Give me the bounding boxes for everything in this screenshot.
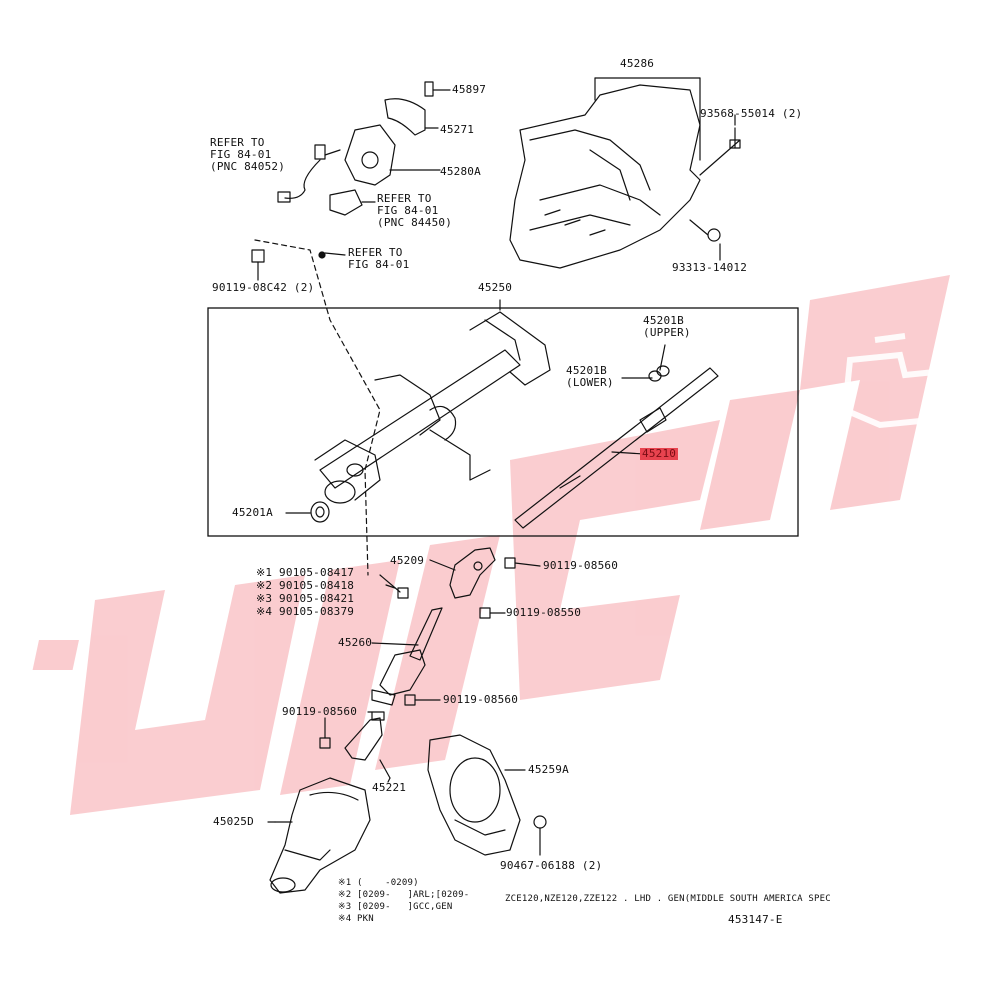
label-45201a: 45201A	[232, 506, 273, 519]
footnote-4: ※4 PKN	[338, 914, 374, 924]
label-90119-08550: 90119-08550	[506, 606, 582, 619]
footnote-2: ※2 [0209- ]ARL;[0209-	[338, 890, 470, 900]
intermediate-shaft-part	[371, 607, 443, 706]
universal-joint-upper-part	[429, 547, 496, 599]
spec-line: ZCE120,NZE120,ZZE122 . LHD . GEN(MIDDLE …	[505, 894, 831, 904]
transponder-part	[329, 189, 376, 216]
clip-part	[533, 815, 547, 856]
refer-label-84450: REFER TO FIG 84-01 (PNC 84450)	[377, 192, 453, 229]
label-90119-08c42: 90119-08C42 (2)	[212, 281, 315, 294]
bushing-lower-part	[310, 501, 330, 523]
label-45210-highlighted: 45210	[640, 447, 679, 460]
nut-part	[689, 219, 721, 261]
lower-joint-part	[344, 711, 391, 779]
bolt-label-2: ※2 90105-08418	[256, 579, 355, 592]
figure-id: 453147-E	[728, 913, 783, 926]
label-90119-08560-c: 90119-08560	[282, 705, 358, 718]
refer-label-84052: REFER TO FIG 84-01 (PNC 84052)	[210, 136, 286, 173]
label-45201b-upper: 45201B (UPPER)	[643, 314, 691, 339]
screw-part	[699, 114, 741, 176]
label-93313: 93313-14012	[672, 261, 748, 274]
column-hole-cover-part	[427, 734, 526, 856]
column-assembly-box	[207, 307, 799, 537]
bolt-part	[251, 249, 265, 281]
lock-bracket-part	[384, 98, 439, 136]
label-93568: 93568-55014 (2)	[700, 107, 803, 120]
switch-cable-part	[277, 144, 341, 203]
watermark-engine-icon	[841, 333, 939, 429]
label-45260: 45260	[338, 636, 373, 649]
column-cover-part	[509, 84, 701, 269]
steering-lock-part	[344, 124, 441, 186]
bolt-set-part	[379, 574, 409, 599]
footnote-3: ※3 [0209- ]GCC,GEN	[338, 902, 453, 912]
bolt-label-3: ※3 90105-08421	[256, 592, 355, 605]
refer-label-84-01: REFER TO FIG 84-01	[348, 246, 410, 271]
label-45280a: 45280A	[440, 165, 481, 178]
label-45286: 45286	[620, 57, 655, 70]
boot-part	[269, 777, 371, 894]
bushing-upper-part	[648, 365, 670, 382]
label-45250: 45250	[478, 281, 513, 294]
footnote-1: ※1 ( -0209)	[338, 878, 419, 888]
column-tube-part	[314, 311, 551, 504]
pin-part	[424, 81, 451, 97]
label-45209: 45209	[390, 554, 425, 567]
bolt-label-1: ※1 90105-08417	[256, 566, 355, 579]
connector-dash	[254, 239, 381, 576]
main-shaft-part	[514, 367, 719, 529]
bolt-label-4: ※4 90105-08379	[256, 605, 355, 618]
watermark-logo	[32, 275, 950, 815]
label-45271: 45271	[440, 123, 475, 136]
label-45221: 45221	[372, 781, 407, 794]
label-45897: 45897	[452, 83, 487, 96]
label-45201b-lower: 45201B (LOWER)	[566, 364, 614, 389]
label-90467: 90467-06188 (2)	[500, 859, 603, 872]
label-90119-08560-b: 90119-08560	[443, 693, 519, 706]
label-90119-08560-a: 90119-08560	[543, 559, 619, 572]
label-45025d: 45025D	[213, 815, 254, 828]
label-45259a: 45259A	[528, 763, 569, 776]
